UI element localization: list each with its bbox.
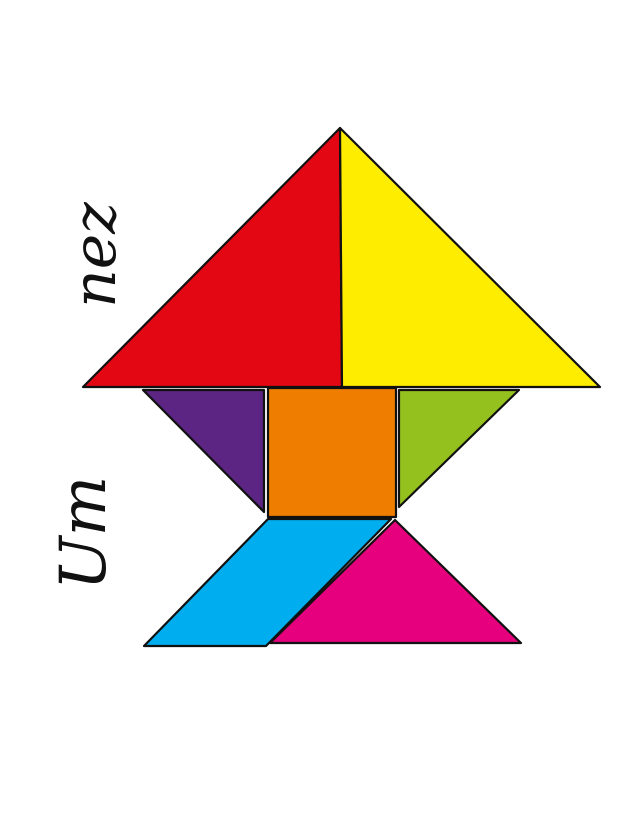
caption-word-um: Um [47,475,121,591]
tangram-large-triangle-right [338,126,602,389]
tangram-medium-triangle [268,518,523,645]
caption-word-nez: nez [60,202,130,308]
tangram-square [266,386,398,519]
tangram-small-triangle-left [141,388,266,514]
tangram-parallelogram [142,517,393,648]
tangram-small-triangle-right [397,388,521,509]
